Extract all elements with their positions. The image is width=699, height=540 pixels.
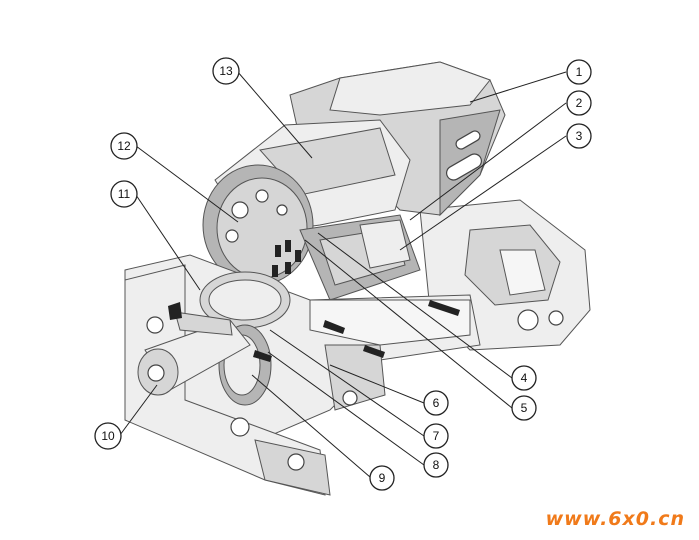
callout-10: 10: [94, 422, 122, 450]
callout-label: 8: [433, 458, 440, 472]
mounting-hole: [517, 309, 539, 331]
callout-11: 11: [110, 180, 138, 208]
callout-label: 6: [433, 396, 440, 410]
front-flange: [124, 264, 358, 496]
seals: [168, 300, 460, 362]
callout-2: 2: [566, 90, 592, 116]
callout-label: 1: [576, 65, 583, 79]
callout-label: 3: [576, 129, 583, 143]
flange-bolt-hole: [287, 453, 305, 471]
callout-label: 5: [521, 401, 528, 415]
callout-label: 7: [433, 429, 440, 443]
callout-5: 5: [511, 395, 537, 421]
callout-label: 12: [117, 139, 131, 153]
flange-bolt-hole: [146, 316, 164, 334]
port-hole: [276, 204, 288, 216]
rotor-section: [272, 214, 421, 301]
drive-shaft: [137, 311, 251, 396]
flange-bolt-hole: [342, 390, 358, 406]
callout-label: 13: [219, 64, 233, 78]
gear-teeth: [272, 240, 301, 277]
callout-7: 7: [423, 423, 449, 449]
slot-hole: [446, 153, 482, 181]
watermark-text: www.6x0.cn: [545, 508, 685, 530]
port-hole: [225, 229, 239, 243]
flange-bolt-hole: [230, 417, 250, 437]
callout-4: 4: [511, 365, 537, 391]
callout-8: 8: [423, 452, 449, 478]
shaft-bore: [147, 364, 165, 382]
callout-label: 11: [118, 187, 131, 201]
top-bracket: [289, 61, 506, 217]
slot-hole: [455, 130, 481, 150]
callout-label: 4: [521, 371, 528, 385]
callout-6: 6: [423, 390, 449, 416]
callout-12: 12: [110, 132, 138, 160]
mounting-hole: [548, 310, 564, 326]
callout-9: 9: [369, 465, 395, 491]
port-hole: [255, 189, 269, 203]
port-hole: [231, 201, 249, 219]
callout-3: 3: [566, 123, 592, 149]
callout-1: 1: [566, 59, 592, 85]
leader-lines: [119, 70, 567, 478]
callout-label: 2: [576, 96, 583, 110]
callout-label: 9: [379, 471, 386, 485]
callout-13: 13: [212, 57, 240, 85]
callout-label: 10: [101, 429, 115, 443]
motor-housing: [202, 119, 411, 286]
